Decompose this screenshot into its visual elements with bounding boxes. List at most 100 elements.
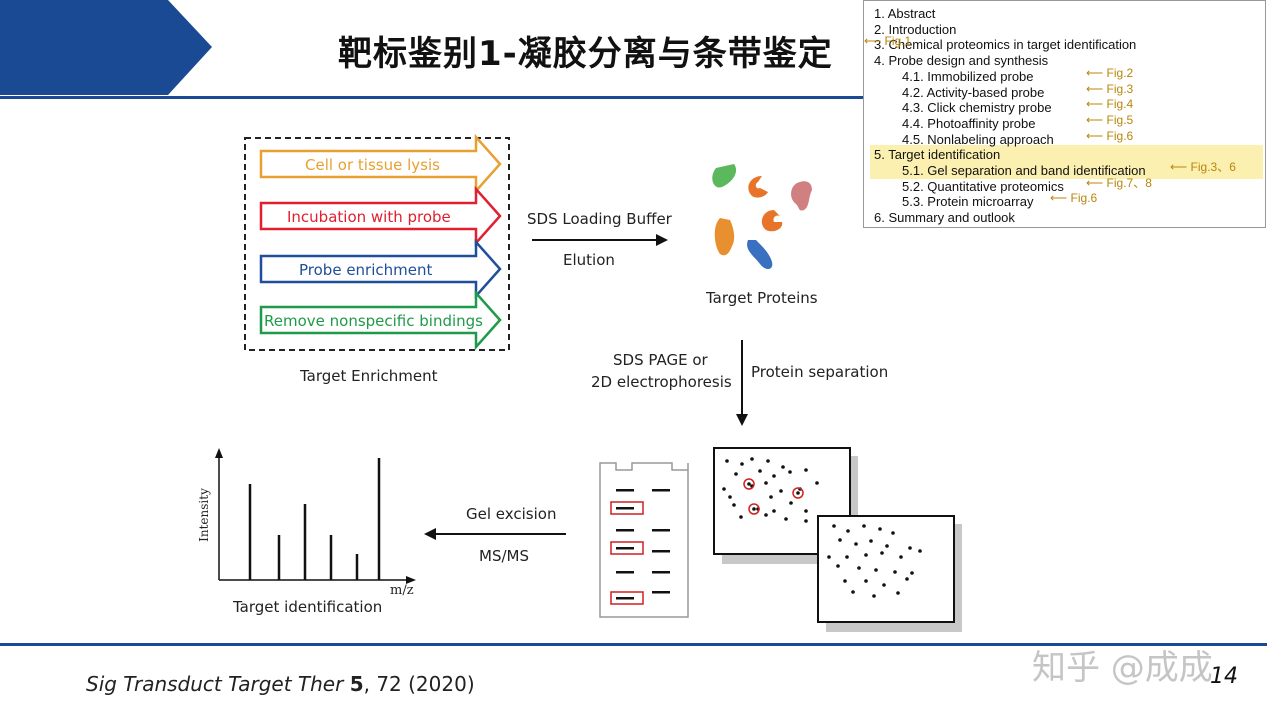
left-arrow-icon: ⟵ — [1170, 160, 1191, 174]
gel-spot — [740, 462, 744, 466]
toc-fig-ref: ⟵ Fig.7、8 — [1086, 176, 1152, 191]
gel-spot — [769, 495, 773, 499]
gel-spot — [862, 524, 866, 528]
enrichment-step-arrow — [259, 185, 502, 247]
gel-spot — [796, 491, 800, 495]
gel-spot — [734, 472, 738, 476]
toc-item: 4.5. Nonlabeling approach — [902, 131, 1054, 147]
page-number: 14 — [1210, 664, 1238, 689]
step-label-lysis: Cell or tissue lysis — [305, 156, 440, 174]
gel-spot — [804, 468, 808, 472]
footer-rule — [0, 643, 1267, 646]
slide-title: 靶标鉴别1-凝胶分离与条带鉴定 — [338, 34, 833, 74]
gel-spot — [918, 549, 922, 553]
gel-spot — [815, 481, 819, 485]
gel-spot — [728, 495, 732, 499]
gel-spot — [804, 519, 808, 523]
gel-spot — [784, 517, 788, 521]
spectrum-x-arrowhead — [406, 576, 416, 584]
gel-2d-1-spots — [722, 457, 819, 523]
gel-spot — [845, 555, 849, 559]
protein-orange-large — [714, 218, 735, 256]
protein-orange-c — [748, 176, 768, 198]
gel-spot — [857, 566, 861, 570]
toc-fig-ref-label: Fig.3 — [1106, 81, 1134, 96]
gel-spot — [905, 577, 909, 581]
toc-item: 1. Abstract — [874, 6, 936, 21]
gel-spot-circled — [748, 503, 760, 515]
gel-spot — [851, 590, 855, 594]
gel-spot — [893, 570, 897, 574]
gel-spot — [789, 501, 793, 505]
gel-spot — [864, 579, 868, 583]
step-label-enrichment: Probe enrichment — [299, 261, 433, 279]
gel-spot — [750, 457, 754, 461]
protein-pink — [791, 181, 812, 211]
step-label-incubation: Incubation with probe — [287, 208, 451, 226]
toc-fig-ref-label: Fig.2 — [1106, 65, 1134, 80]
toc-fig-ref-label: Fig.4 — [1106, 97, 1134, 112]
gel-spot — [846, 529, 850, 533]
toc-item: 2. Introduction — [874, 21, 957, 37]
spectrum-y-arrowhead — [215, 448, 223, 458]
enrichment-step-arrow — [259, 133, 502, 195]
toc-fig-ref-label: Fig.1 — [884, 34, 912, 49]
gel-spot — [772, 474, 776, 478]
gel-spot — [838, 538, 842, 542]
toc-item: 4.1. Immobilized probe — [902, 68, 1034, 84]
gel-spot — [788, 470, 792, 474]
toc-item: 4. Probe design and synthesis — [874, 53, 1049, 69]
label-protein-separation: Protein separation — [751, 363, 889, 381]
toc-item: 5.1. Gel separation and band identificat… — [902, 163, 1146, 178]
toc-item: 4.2. Activity-based probe — [902, 84, 1045, 100]
gel-2d-2-spots — [827, 524, 922, 598]
gel-2d-2 — [817, 515, 955, 623]
toc-fig-ref: ⟵ Fig.6 — [1086, 129, 1133, 144]
title-rule — [0, 96, 870, 99]
gel-spot — [832, 524, 836, 528]
citation-volume: 5 — [349, 672, 364, 696]
gel-spot — [781, 465, 785, 469]
gel-spot — [878, 527, 882, 531]
gel-spot — [758, 469, 762, 473]
step-label-remove: Remove nonspecific bindings — [264, 312, 484, 330]
toc-fig-ref: ⟵ Fig.1 — [864, 34, 911, 49]
toc-item: 5.3. Protein microarray — [902, 194, 1034, 210]
toc-item: 4.4. Photoaffinity probe — [902, 115, 1036, 131]
left-arrow-icon: ⟵ — [1050, 191, 1071, 206]
gel-spot — [910, 571, 914, 575]
toc-fig-ref: ⟵ Fig.3 — [1086, 82, 1133, 97]
toc-highlight — [870, 145, 1263, 179]
gel-spot — [864, 553, 868, 557]
enrichment-step-arrow — [259, 289, 502, 351]
toc-fig-ref-label: Fig.5 — [1106, 112, 1134, 127]
label-gel-excision: Gel excision — [466, 505, 557, 523]
enrichment-step-arrows — [259, 133, 502, 351]
gel-spot-circled — [792, 487, 804, 499]
gel-spot — [899, 555, 903, 559]
gel-spot — [779, 489, 783, 493]
gel-spot — [882, 583, 886, 587]
left-arrow-icon: ⟵ — [1086, 112, 1107, 127]
label-elution: Elution — [563, 251, 615, 269]
label-sds-loading: SDS Loading Buffer — [527, 210, 672, 228]
title-banner — [0, 0, 212, 95]
label-ms-ms: MS/MS — [479, 547, 529, 565]
gel-spot — [804, 509, 808, 513]
gel-spot — [869, 539, 873, 543]
gel-spot — [732, 503, 736, 507]
gel-spot — [891, 531, 895, 535]
left-arrow-icon: ⟵ — [1086, 65, 1107, 80]
left-arrow-icon: ⟵ — [1086, 175, 1107, 190]
left-arrow-icon: ⟵ — [1086, 97, 1107, 112]
label-target-proteins: Target Proteins — [706, 289, 818, 307]
spectrum-peaks — [248, 458, 381, 580]
toc-fig-ref: ⟵ Fig.4 — [1086, 97, 1133, 112]
toc-fig-ref: ⟵ Fig.3、6 — [1170, 160, 1236, 175]
gel-1d — [599, 462, 689, 618]
toc-item: 6. Summary and outlook — [874, 210, 1015, 226]
gel-spot — [772, 509, 776, 513]
gel-spot — [739, 515, 743, 519]
